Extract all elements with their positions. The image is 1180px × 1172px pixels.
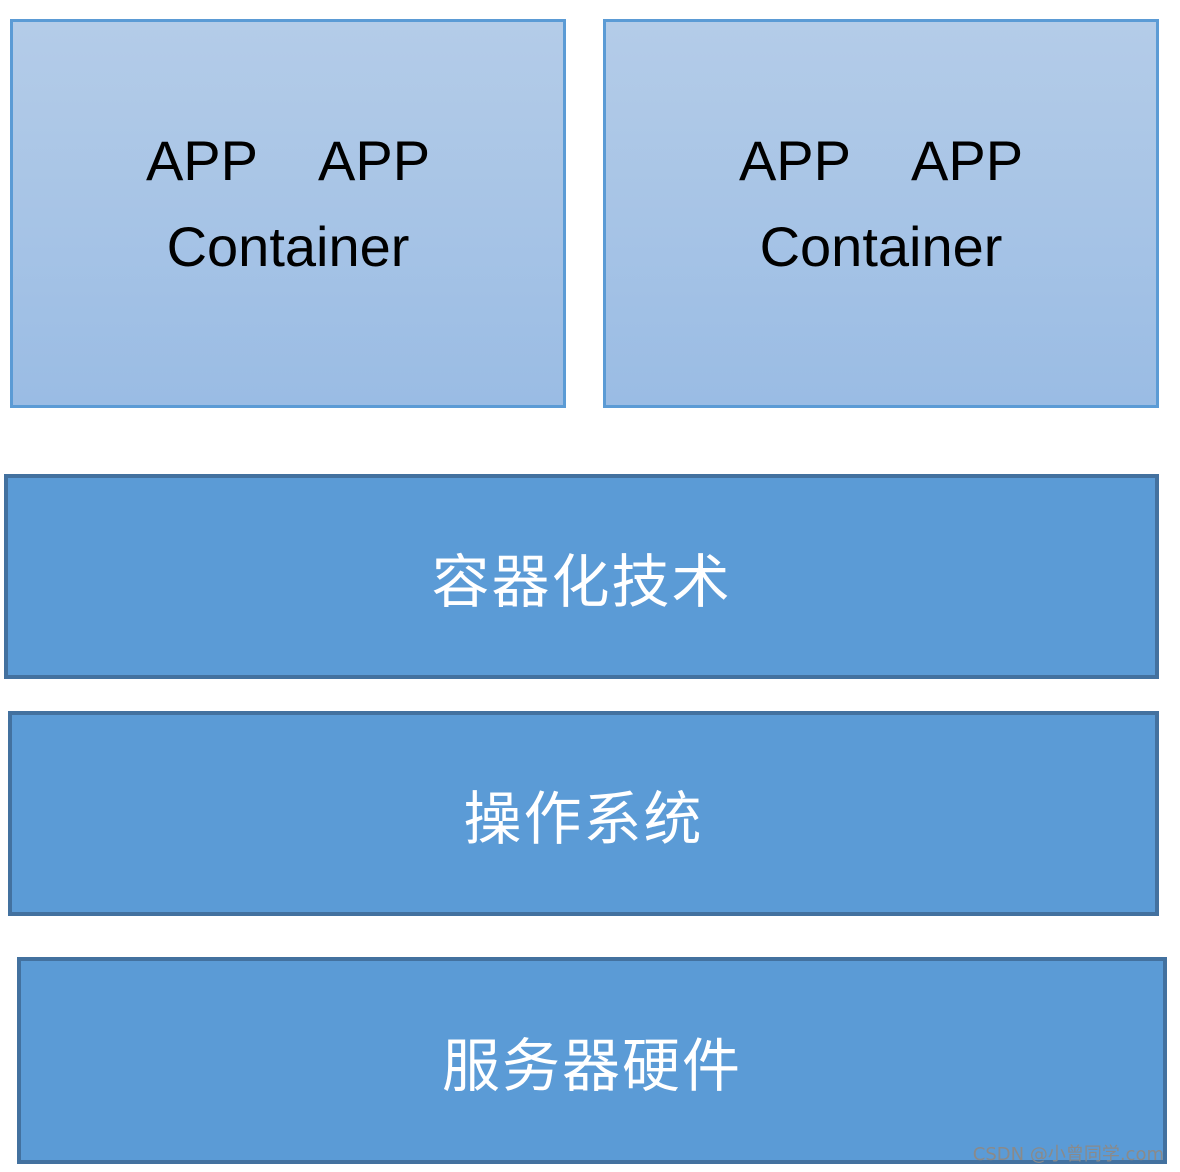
layer-server-hardware: 服务器硬件 xyxy=(17,957,1167,1164)
watermark: CSDN @小曾同学.com xyxy=(972,1144,1164,1165)
app-row: APP APP xyxy=(738,128,1024,192)
app-label: APP xyxy=(318,128,431,192)
container-box-left: APP APP Container xyxy=(10,19,566,408)
container-box-right: APP APP Container xyxy=(603,19,1159,408)
container-label: Container xyxy=(166,214,410,278)
app-row: APP APP xyxy=(145,128,431,192)
container-label: Container xyxy=(759,214,1003,278)
app-label: APP xyxy=(738,128,851,192)
app-label: APP xyxy=(911,128,1024,192)
app-label: APP xyxy=(145,128,258,192)
layer-operating-system: 操作系统 xyxy=(8,711,1159,916)
layer-container-technology: 容器化技术 xyxy=(4,474,1159,679)
